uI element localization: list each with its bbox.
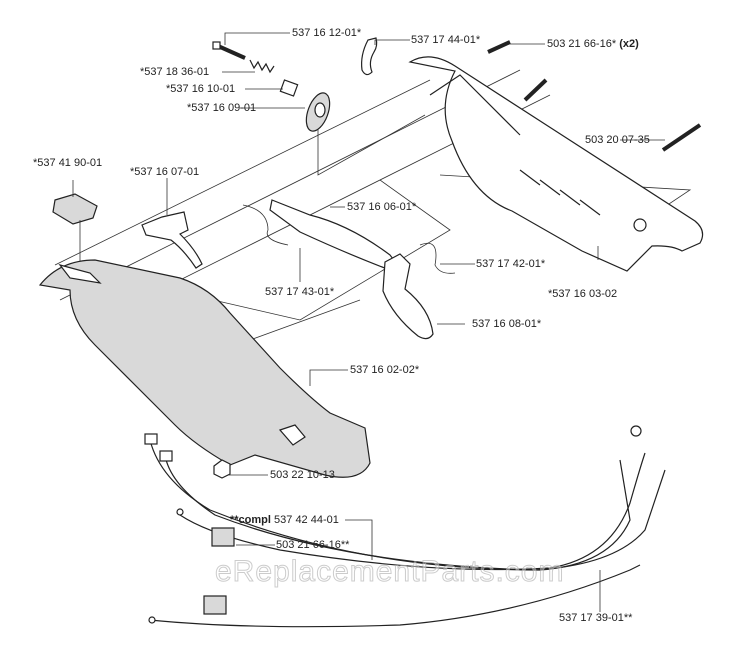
- label-spring-trigger: 537 17 42-01*: [476, 258, 546, 270]
- spring-pin-part: [212, 41, 246, 60]
- throttle-cable-part: [148, 564, 641, 628]
- cable-kit-prefix: **compl: [230, 514, 271, 526]
- screw-pair-number: 503 21 66-16*: [547, 38, 617, 50]
- screw-pair-qty: (x2): [619, 38, 639, 50]
- watermark: eReplacementParts.com: [214, 555, 565, 589]
- screw-parts: [487, 40, 702, 152]
- sleeve-part: [279, 79, 299, 97]
- wheel-part: [305, 92, 331, 132]
- label-spring: *537 18 36-01: [140, 66, 210, 78]
- label-sleeve: *537 16 10-01: [166, 83, 236, 95]
- label-long-screw: 503 20 07-35: [585, 134, 650, 146]
- leader-lines: [72, 32, 665, 612]
- label-lever: 537 16 06-01*: [347, 201, 417, 213]
- handle-half-part: [408, 56, 704, 272]
- label-cable-kit: **compl 537 42 44-01: [230, 514, 339, 526]
- throttle-lock-part: [141, 211, 203, 269]
- label-screw-pair: 503 21 66-16* (x2): [547, 38, 639, 50]
- label-nut: 503 22 10-13: [270, 469, 335, 481]
- label-handle-half: *537 16 03-02: [548, 288, 618, 300]
- stop-switch-part: [52, 193, 98, 265]
- spring-small-part: [242, 204, 289, 246]
- nut-part: [213, 459, 231, 479]
- handle-housing-part: [38, 259, 371, 478]
- label-throttle-lock: *537 16 07-01: [130, 166, 200, 178]
- label-clip: 537 17 44-01*: [411, 34, 481, 46]
- cable-kit-part: [144, 425, 666, 571]
- clip-part: [361, 37, 378, 76]
- label-spring-small: 537 17 43-01*: [265, 286, 335, 298]
- label-throttle-cable: 537 17 39-01**: [559, 612, 633, 624]
- cable-kit-number: 537 42 44-01: [274, 514, 339, 526]
- label-spring-pin: 537 16 12-01*: [292, 27, 362, 39]
- spring-part: [249, 59, 275, 74]
- trigger-part: [382, 253, 434, 340]
- label-trigger: 537 16 08-01*: [472, 318, 542, 330]
- label-handle-housing: 537 16 02-02*: [350, 364, 420, 376]
- spring-trigger-part: [419, 242, 456, 274]
- label-cable-screw: 503 21 66-16**: [276, 539, 350, 551]
- label-ratchet-wheel: *537 16 09-01: [187, 102, 257, 114]
- label-stop-switch: *537 41 90-01: [33, 157, 103, 169]
